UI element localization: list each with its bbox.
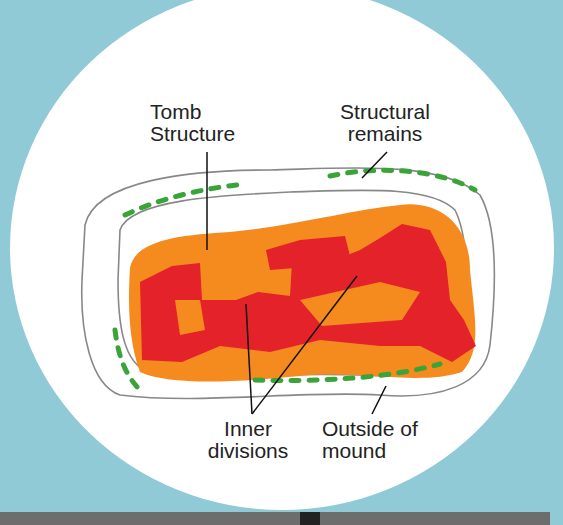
photo-strip [0, 512, 550, 525]
callout-label: Inner divisions [196, 418, 300, 462]
callout-label: Structural remains [326, 101, 444, 145]
orange-patch [300, 282, 420, 326]
orange-patch [175, 300, 205, 335]
mound-outline [82, 168, 495, 399]
callout-label: Tomb Structure [150, 101, 260, 145]
inner-division [266, 236, 350, 270]
circle-ground [10, 0, 554, 510]
leader-line [207, 152, 387, 414]
callout-label: Outside of mound [322, 418, 446, 462]
photo-strip [300, 512, 320, 525]
tomb-structure [129, 204, 475, 381]
